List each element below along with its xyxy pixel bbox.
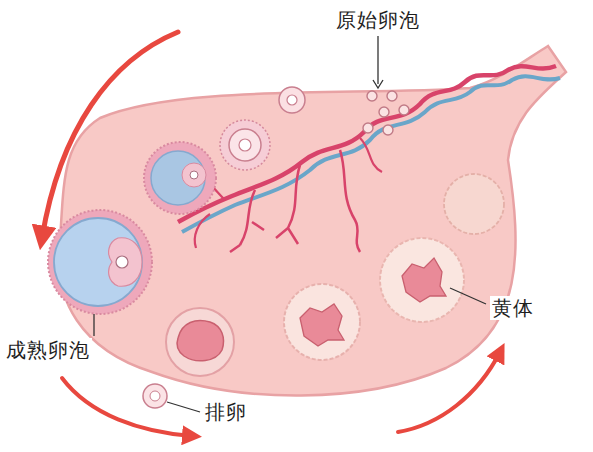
- ovum: [143, 384, 167, 408]
- antral-follicle: [144, 142, 216, 214]
- leader-line: [377, 36, 378, 84]
- luteum-center: [402, 258, 446, 302]
- cumulus: [182, 163, 206, 187]
- ovary-outline: [59, 46, 566, 396]
- structure-label: 黄体: [490, 296, 536, 320]
- primordial-follicle: [387, 91, 397, 101]
- oocyte: [287, 95, 297, 105]
- structure-label: 排卵: [203, 400, 249, 424]
- secondary-follicle: [220, 120, 270, 170]
- blood-vessel: [276, 165, 300, 244]
- corpus-albicans: [444, 174, 504, 234]
- primary-follicle: [279, 87, 305, 113]
- primordial-follicle: [379, 107, 389, 117]
- luteum-center: [300, 304, 344, 346]
- leader-line: [93, 314, 94, 336]
- cumulus: [109, 238, 142, 287]
- oocyte: [190, 171, 198, 179]
- primordial-follicle: [363, 123, 373, 133]
- antrum: [54, 218, 142, 306]
- primordial-follicle: [367, 91, 377, 101]
- primordial-follicles: [363, 91, 409, 135]
- corpus-luteum: [380, 238, 464, 322]
- corpus-luteum-early: [284, 284, 360, 360]
- ruptured-center: [177, 321, 224, 361]
- blood-vessel: [340, 150, 360, 252]
- oocyte: [239, 139, 251, 151]
- leader-arrow: [373, 80, 383, 88]
- structure-label: 原始卵泡: [334, 8, 422, 32]
- mature-follicle: [48, 210, 152, 314]
- blood-vessel: [360, 138, 382, 172]
- leader-line: [167, 402, 200, 412]
- blood-vessel: [230, 190, 264, 252]
- primordial-follicle: [383, 125, 393, 135]
- antrum: [151, 151, 205, 205]
- follicle-ring: [229, 129, 261, 161]
- primordial-follicle: [399, 105, 409, 115]
- structure-label: 成熟卵泡: [4, 338, 92, 362]
- cycle-arrow: [62, 378, 192, 436]
- leader-line: [450, 288, 486, 304]
- ruptured-follicle: [166, 308, 234, 376]
- oocyte: [116, 256, 128, 268]
- ovum-nucleus: [150, 391, 160, 401]
